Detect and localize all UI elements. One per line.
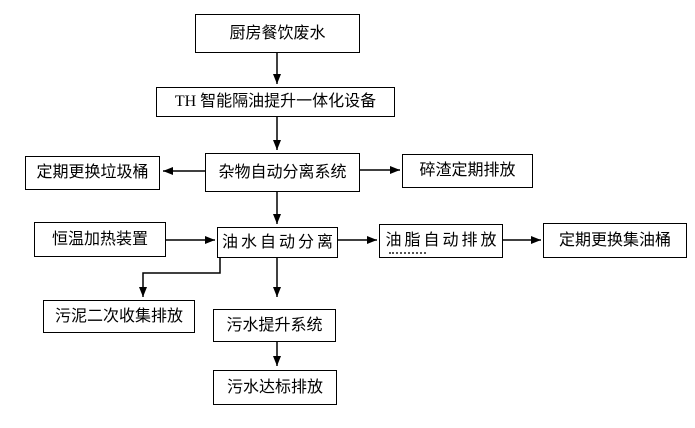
node-oil-water-separation: 油水自动分离 (217, 227, 338, 258)
node-th-integrated-device: TH 智能隔油提升一体化设备 (156, 87, 395, 117)
node-kitchen-wastewater: 厨房餐饮废水 (195, 14, 360, 53)
node-standard-discharge: 污水达标排放 (213, 370, 337, 405)
node-grease-label: 油脂自动排放 (385, 232, 500, 249)
node-sewage-lifting-system: 污水提升系统 (213, 309, 336, 342)
node-debris-separation-system: 杂物自动分离系统 (205, 153, 360, 192)
node-replace-oil-barrel: 定期更换集油桶 (543, 223, 687, 258)
arrow-oilwater-to-sludge (139, 258, 221, 297)
node-constant-temp-heater: 恒温加热装置 (34, 222, 166, 257)
node-sludge-secondary-collection: 污泥二次收集排放 (43, 300, 195, 333)
spellcheck-dots (389, 252, 426, 254)
node-grease-auto-discharge: 油脂自动排放 (379, 224, 503, 258)
node-replace-trash-bin: 定期更换垃圾桶 (25, 156, 160, 190)
node-residue-periodic-discharge: 碎渣定期排放 (402, 154, 533, 188)
